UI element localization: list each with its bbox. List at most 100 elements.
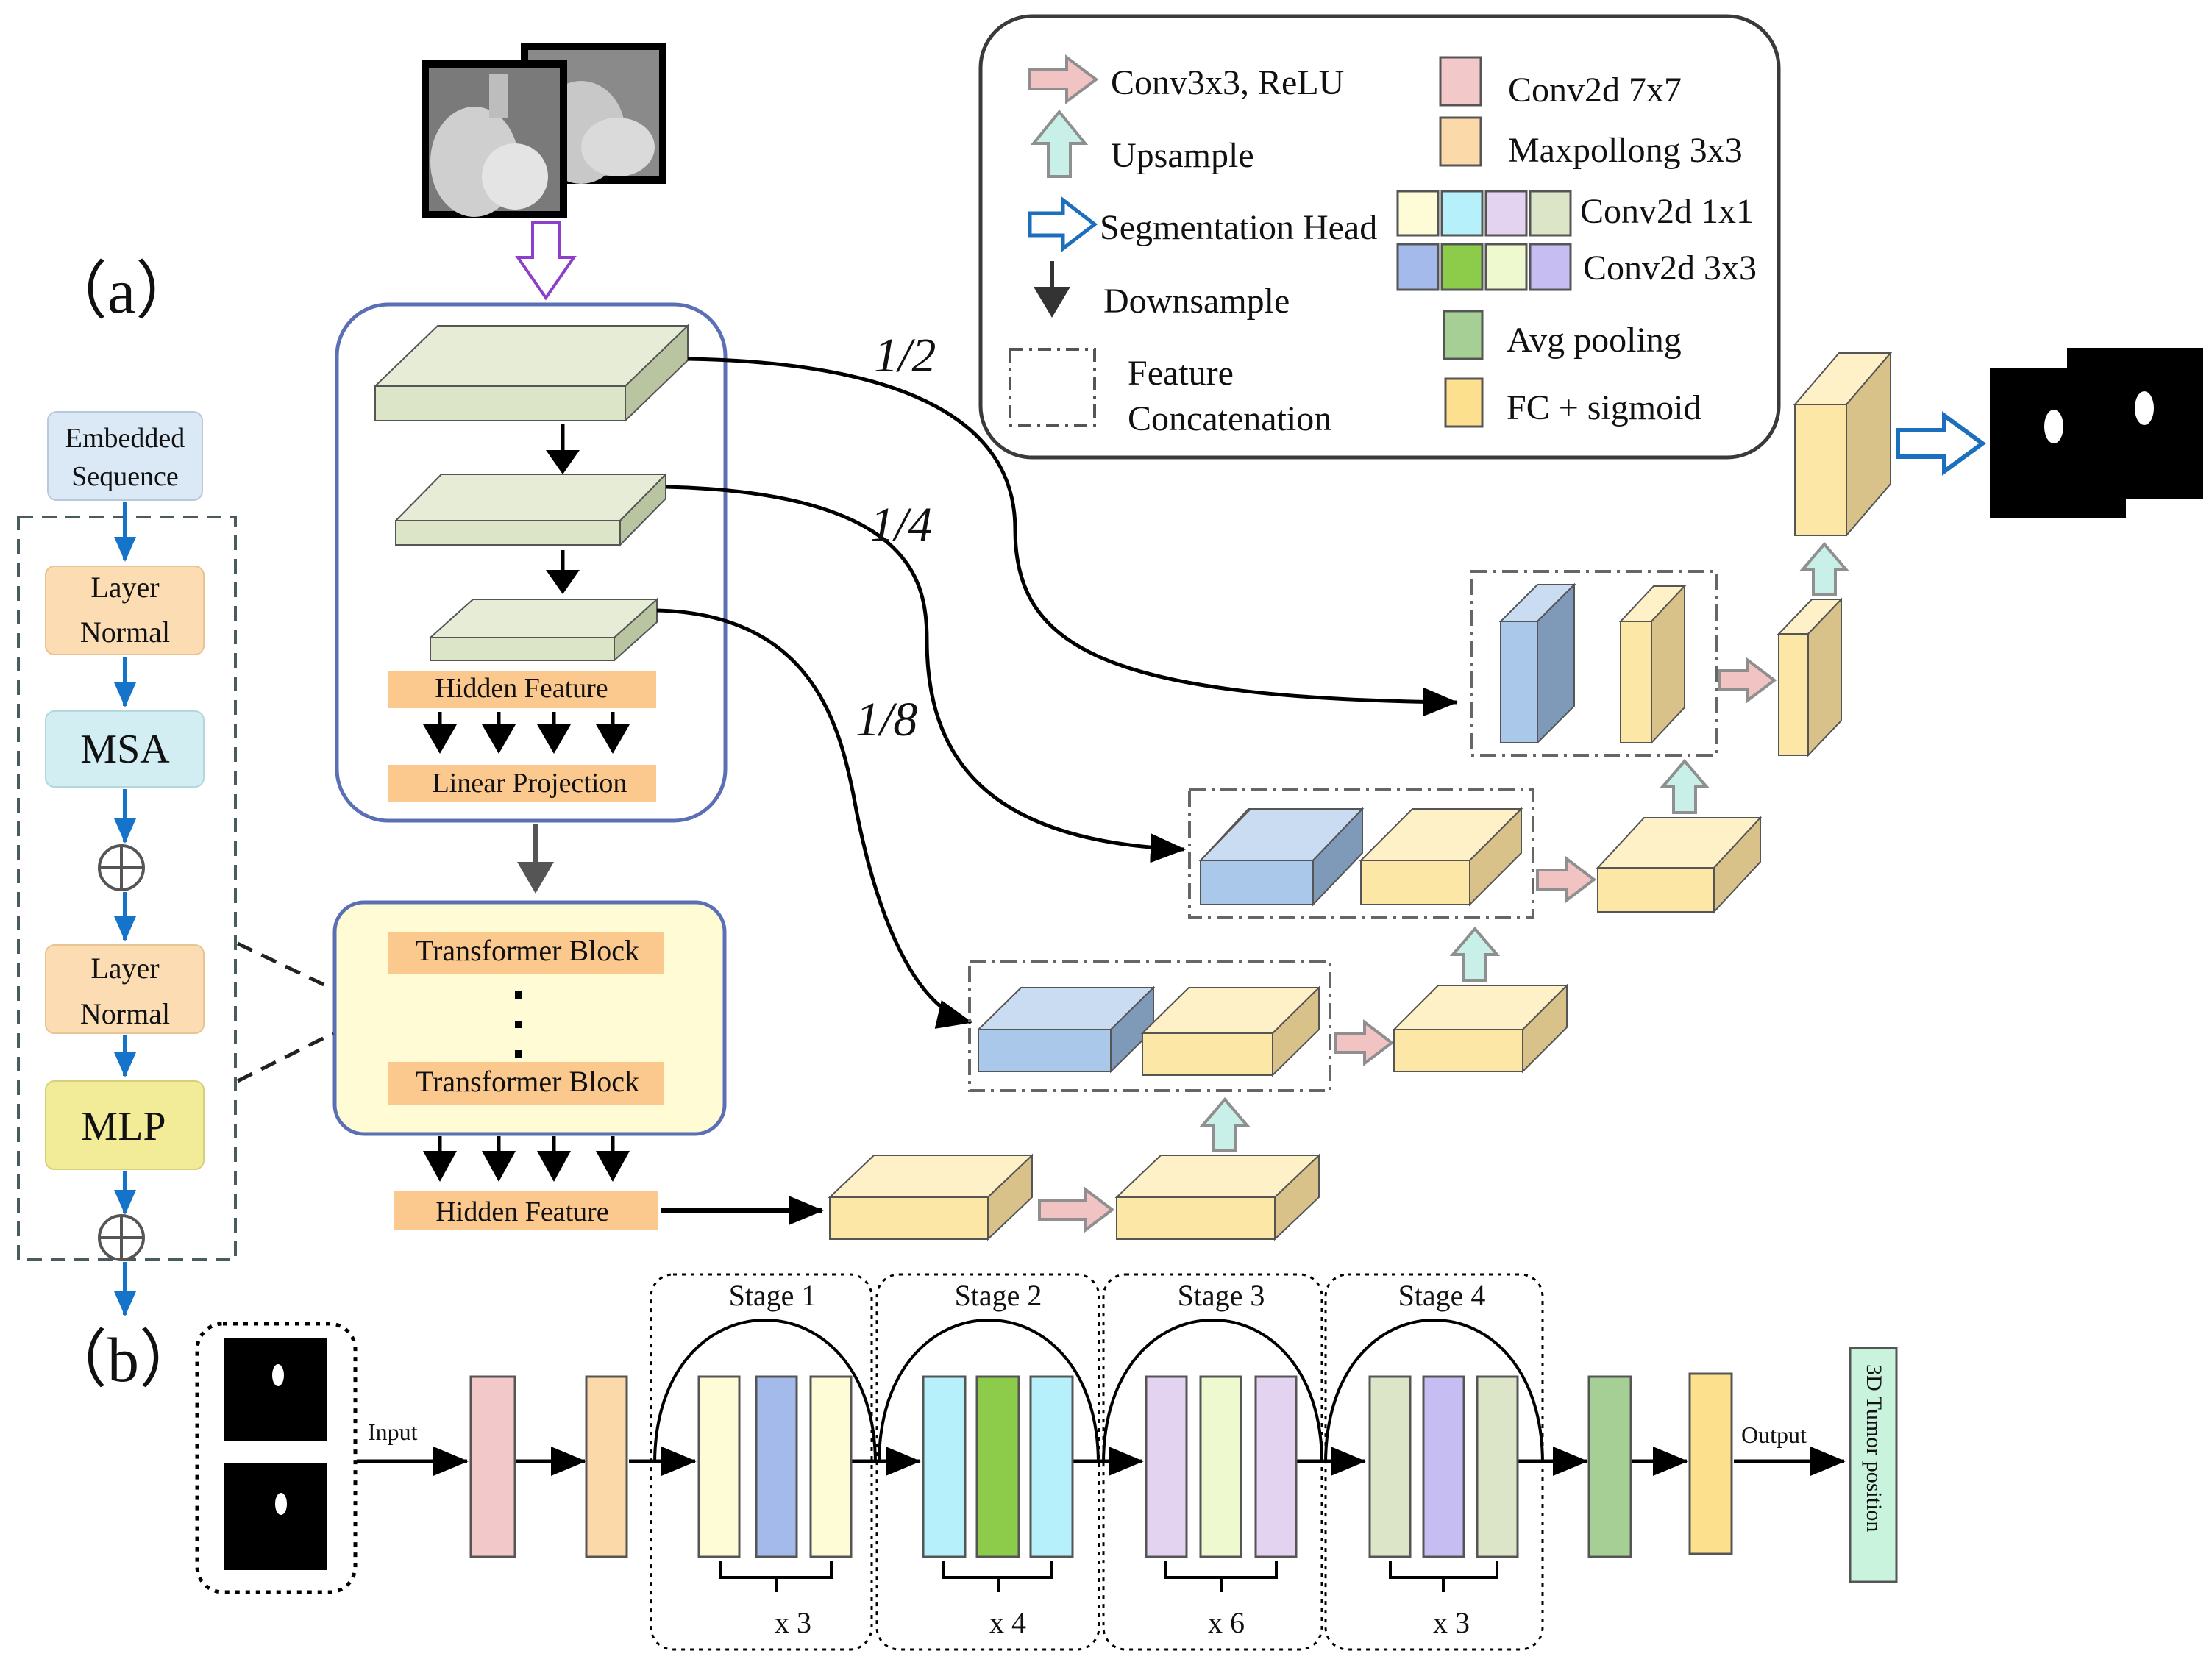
avgpool-layer	[1587, 1375, 1632, 1558]
layer-norm-2	[45, 944, 205, 1034]
maxpool-layer	[585, 1375, 628, 1558]
legend-avgpool: Avg pooling	[1507, 321, 1682, 360]
stage-3-conv-b	[1199, 1375, 1242, 1558]
feature-slab-2	[394, 472, 668, 547]
output-segmentation-masks	[1990, 348, 2203, 518]
scale-1-4: 1/4	[870, 498, 932, 552]
scale-1-2: 1/2	[874, 329, 936, 382]
decoder-block-1-4-out	[1596, 816, 1763, 914]
tumor-position-label: 3D Tumor position	[1862, 1364, 1886, 1532]
tumor-position-box	[1849, 1347, 1898, 1583]
panel-b-label: （b）	[44, 1324, 202, 1395]
residual-add-2	[98, 1214, 145, 1261]
legend-box	[978, 14, 1781, 460]
vertical-ellipsis	[515, 991, 522, 1058]
hidden-feature-bar	[388, 671, 656, 708]
input-mask-group	[195, 1322, 358, 1594]
hidden-feature-out-bar	[394, 1191, 658, 1230]
msa-label: MSA	[80, 727, 170, 772]
maxpool-swatch	[1439, 116, 1482, 167]
legend-conv1: Conv2d 1x1	[1580, 192, 1754, 231]
ln1-label-1: Layer	[90, 571, 159, 604]
conv7-swatch	[1439, 56, 1482, 107]
stage-4-repeat: x 3	[1433, 1606, 1470, 1639]
input-xray-images	[422, 43, 666, 218]
conv7-layer	[469, 1375, 516, 1558]
stage-4-skip-arc	[1324, 1319, 1544, 1464]
mlp-box	[45, 1080, 205, 1170]
embedded-label-2: Sequence	[71, 461, 179, 492]
decoder-block-1-8-out	[1392, 983, 1569, 1074]
legend-maxpool: Maxpollong 3x3	[1508, 131, 1743, 170]
hidden-feature-out-label: Hidden Feature	[435, 1196, 608, 1227]
downsample-icon	[1034, 261, 1070, 318]
panel-a-label: （a）	[44, 256, 199, 327]
stage-3-label: Stage 3	[1178, 1279, 1265, 1312]
stage-3-conv-a	[1145, 1375, 1188, 1558]
output-label: Output	[1741, 1422, 1807, 1448]
residual-add-1	[98, 844, 145, 891]
ln2-label-1: Layer	[90, 952, 159, 985]
transformer-block-2-label: Transformer Block	[416, 1065, 639, 1098]
stage-4-conv-b	[1422, 1375, 1465, 1558]
stage-1-repeat: x 3	[775, 1606, 811, 1639]
decoder-block-base-2	[1114, 1153, 1321, 1241]
skip-connections	[656, 357, 1458, 1029]
stage-2-repeat: x 4	[989, 1606, 1026, 1639]
scale-1-8: 1/8	[856, 693, 917, 746]
input-label: Input	[368, 1419, 418, 1445]
stage-3-repeat: x 6	[1208, 1606, 1245, 1639]
projection-arrows	[423, 712, 630, 754]
legend-seg-head: Segmentation Head	[1100, 208, 1377, 247]
decoder-block-base-1	[828, 1153, 1034, 1241]
legend-fc: FC + sigmoid	[1507, 388, 1701, 427]
stage-2-label: Stage 2	[955, 1279, 1042, 1312]
stage-2-box	[875, 1273, 1100, 1651]
feature-slab-3	[428, 597, 659, 663]
decoder-skip-block-1-2	[1498, 582, 1576, 745]
msa-box	[45, 710, 205, 788]
decoder-up-block-1-4	[1359, 807, 1523, 907]
stage-2-conv-c	[1029, 1375, 1074, 1558]
mlp-label: MLP	[81, 1104, 166, 1149]
transformer-block-2	[388, 1062, 664, 1105]
stage-1-conv-c	[809, 1375, 853, 1558]
layer-norm-1	[45, 566, 205, 655]
transformer-output-arrows	[423, 1136, 630, 1182]
downsample-arrows-encoder	[546, 424, 580, 594]
stage-4-conv-c	[1476, 1375, 1519, 1558]
stage-3-skip-arc	[1102, 1319, 1323, 1464]
decoder-final-block	[1793, 351, 1893, 538]
avgpool-swatch	[1443, 310, 1484, 360]
stage-2-skip-arc	[878, 1319, 1100, 1464]
stage-1-conv-b	[755, 1375, 798, 1558]
decoder-block-1-2-out	[1777, 597, 1843, 757]
fc-swatch	[1444, 377, 1484, 428]
zoom-dashed-lines	[236, 941, 335, 1083]
decoder-skip-block-1-8	[976, 985, 1156, 1074]
stage-1-box	[650, 1273, 873, 1651]
conv1-swatches	[1396, 190, 1572, 237]
conv-relu-arrow-2	[1334, 1019, 1395, 1067]
conv3-swatches	[1396, 243, 1572, 291]
upsample-arrow-3	[1659, 758, 1710, 814]
stage-2-conv-b	[975, 1375, 1020, 1558]
encoder-to-transformer-arrow	[517, 824, 554, 894]
stage-1-skip-arc	[653, 1319, 877, 1464]
ln2-label-2: Normal	[80, 997, 170, 1030]
decoder-skip-block-1-4	[1198, 807, 1365, 907]
legend-conv3: Conv2d 3x3	[1583, 249, 1757, 288]
feature-concat-icon	[1009, 348, 1096, 427]
segmentation-head-icon	[1028, 196, 1098, 253]
upsample-arrow-1	[1199, 1096, 1251, 1152]
concat-box-1-8	[968, 960, 1331, 1092]
decoder-up-block-1-2	[1618, 584, 1687, 745]
upsample-arrow-4	[1799, 541, 1850, 596]
legend-feature-concat-2: Concatenation	[1128, 399, 1331, 438]
linear-projection-bar	[388, 765, 656, 802]
stage-4-conv-a	[1368, 1375, 1412, 1558]
stage-1-label: Stage 1	[729, 1279, 817, 1312]
legend-conv7: Conv2d 7x7	[1508, 71, 1682, 110]
legend-downsample: Downsample	[1103, 282, 1290, 321]
